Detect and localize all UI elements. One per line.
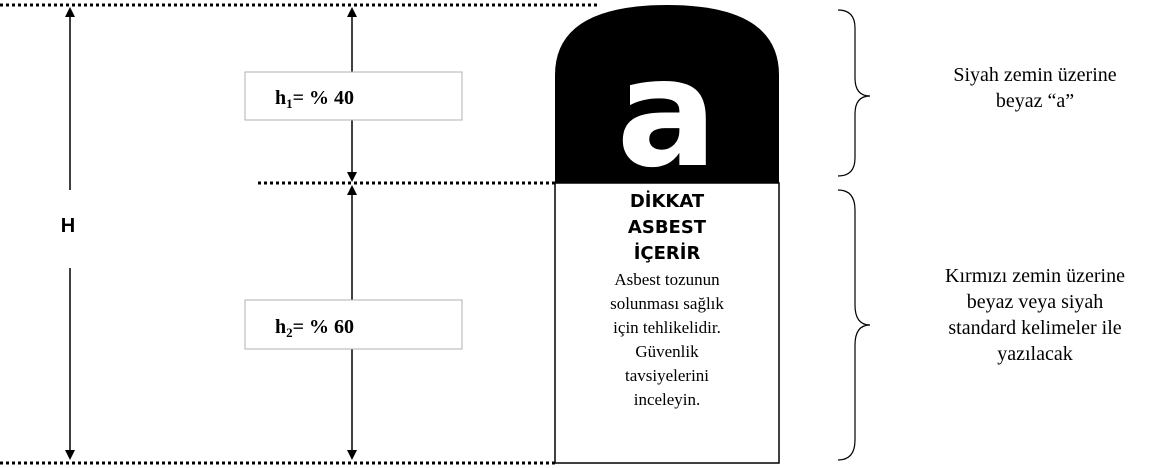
warning-body-line-3: için tehlikelidir. — [613, 318, 721, 337]
h1-label-box — [244, 71, 463, 121]
label-bottom-section: DİKKAT ASBEST İÇERİR Asbest tozunun solu… — [554, 182, 780, 464]
warning-body-line-6: inceleyin. — [634, 390, 701, 409]
warning-body-line-2: solunması sağlık — [610, 294, 724, 313]
h1-value: = % 40 — [293, 87, 354, 109]
logo-letter-a: a — [616, 27, 717, 201]
h2-subscript: 2 — [286, 325, 293, 340]
warning-headline-2: ASBEST — [628, 217, 707, 238]
black-arch-background — [555, 5, 779, 183]
h2-value: = % 60 — [293, 316, 354, 338]
bottom-note-line-2: beyaz veya siyah — [967, 291, 1104, 313]
warning-body-line-5: tavsiyelerini — [625, 366, 709, 385]
bottom-note-line-3: standard kelimeler ile — [948, 317, 1121, 339]
warning-headline-1: DİKKAT — [630, 190, 705, 212]
top-curly-brace — [837, 9, 871, 177]
label-top-section: a — [555, 5, 779, 201]
h1-letter: h — [275, 87, 286, 109]
warning-body-line-4: Güvenlik — [635, 342, 699, 361]
h2-dimension: h2= % 60 — [244, 185, 463, 460]
h1-label: h1= % 40 — [275, 87, 354, 111]
h1-subscript: 1 — [286, 96, 293, 111]
warning-panel — [554, 182, 780, 464]
h2-label: h2= % 60 — [275, 316, 354, 340]
warning-body-line-1: Asbest tozunun — [614, 270, 720, 289]
bottom-curly-brace — [837, 189, 871, 461]
top-note-line-1: Siyah zemin üzerine — [953, 64, 1116, 86]
h2-letter: h — [275, 316, 286, 338]
total-height-label: H — [61, 215, 75, 237]
h2-label-box — [244, 299, 463, 350]
bottom-note-line-4: yazılacak — [997, 343, 1073, 365]
top-note-line-2: beyaz “a” — [996, 90, 1074, 112]
bottom-note-line-1: Kırmızı zemin üzerine — [945, 265, 1125, 287]
h1-dimension: h1= % 40 — [244, 7, 463, 182]
warning-headline-3: İÇERİR — [634, 242, 701, 264]
total-height-dimension: H — [61, 7, 75, 460]
